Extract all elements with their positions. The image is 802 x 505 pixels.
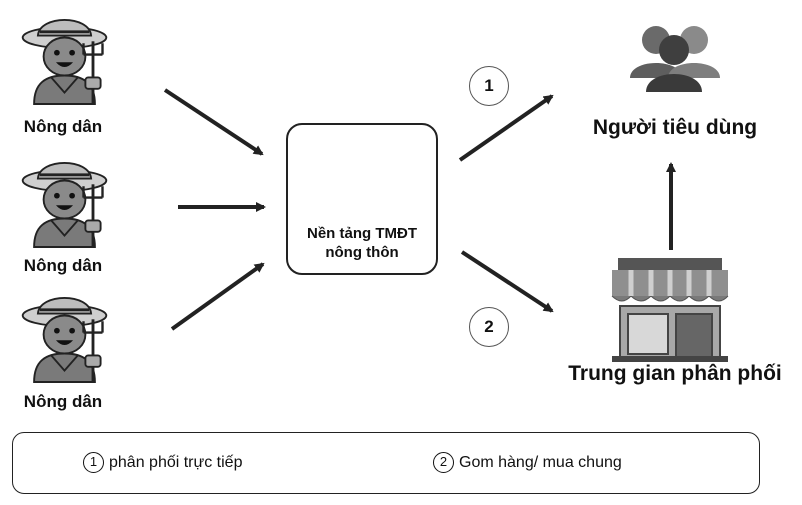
legend-item-1: 1 phân phối trực tiếp: [83, 452, 242, 473]
legend-text-1: phân phối trực tiếp: [109, 454, 243, 471]
legend-box: 1 phân phối trực tiếp 2 Gom hàng/ mua chun…: [12, 432, 760, 494]
platform-label-line2: nông thôn: [325, 244, 399, 261]
arrow-platform-to-consumer: [458, 94, 554, 162]
platform-label-line1: Nền tảng TMĐT: [307, 225, 417, 242]
arrow-platform-to-distributor: [460, 250, 554, 313]
farmer-icon-2: [21, 161, 108, 249]
arrow-farmer1-to-platform: [163, 88, 264, 156]
legend-item-2: 2 Gom hàng/ mua chung: [433, 452, 622, 473]
route-badge-2: 2: [469, 307, 509, 347]
legend-text-2: Gom hàng/ mua chung: [459, 454, 622, 471]
farmer-label: Nông dân: [23, 256, 103, 275]
arrow-farmer3-to-platform: [170, 262, 265, 331]
farmer-label: Nông dân: [23, 392, 103, 411]
farmer-label: Nông dân: [23, 117, 103, 136]
people-group-icon: [630, 26, 720, 92]
legend-number-2: 2: [433, 452, 454, 473]
storefront-icon: [611, 258, 729, 362]
farmer-icon-1: [21, 18, 108, 106]
consumer-label: Người tiêu dùng: [592, 116, 758, 139]
route-badge-1: 1: [469, 66, 509, 106]
farmer-icon-3: [21, 296, 108, 384]
distributor-label: Trung gian phân phối: [568, 362, 782, 385]
legend-number-1: 1: [83, 452, 104, 473]
platform-label: Nền tảng TMĐT nông thôn: [276, 224, 448, 262]
platform-node: [286, 123, 438, 275]
